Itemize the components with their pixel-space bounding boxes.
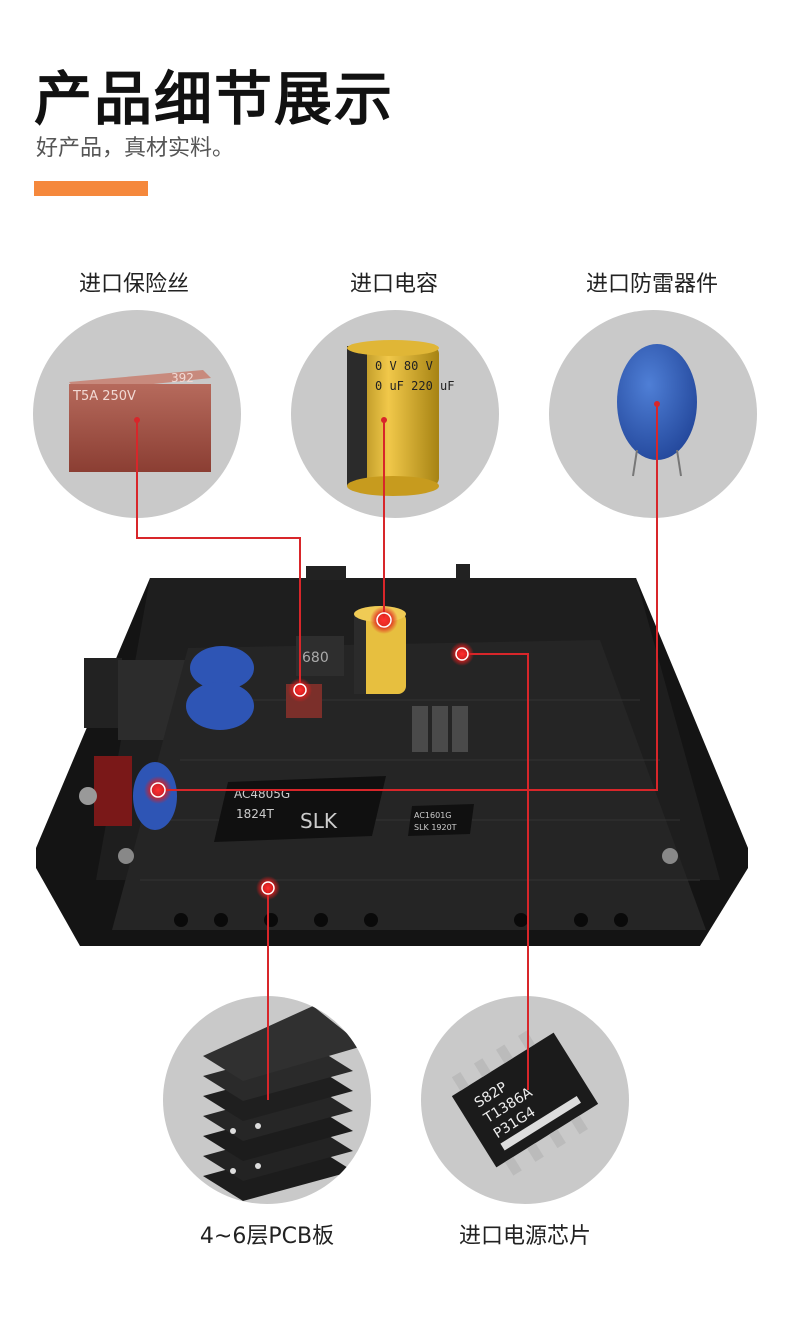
callout-lines [136,404,658,1100]
fuse-marking-top: 392 [171,371,194,385]
inductor-marking: 680 [302,650,329,666]
page-subtitle: 好产品，真材实料。 [36,136,235,161]
feature-label-capacitor: 进口电容 [349,272,438,297]
callout-surge-line [160,404,658,791]
capacitor-marking-line2: 0 uF 220 uF [375,379,454,393]
fuse-detail-circle: 392 T5A 250V [33,310,241,518]
anchor-capacitor [381,417,387,423]
capacitor-marking-line1: 0 V 80 V [375,359,433,373]
fuse-marking-main: T5A 250V [72,389,136,404]
power-chip-icon: S82P T1386A P31G4 [451,1030,599,1176]
callout-chip-line [462,653,529,1090]
pcb-layers-icon [203,1006,363,1201]
fuse-icon: 392 T5A 250V [69,370,211,472]
feature-label-fuse: 进口保险丝 [78,272,189,297]
capacitor-icon: 0 V 80 V 0 uF 220 uF [347,340,454,496]
feature-label-chip: 进口电源芯片 [458,1224,591,1249]
anchor-surge [654,401,660,407]
pcb-board [112,640,706,930]
accent-bar [34,181,148,196]
inductor: 680 [296,636,344,676]
anchor-fuse [134,417,140,423]
small-chip: AC1601G SLK 1920T [408,804,474,836]
feature-label-surge: 进口防雷器件 [585,272,718,297]
board-varistors [133,646,254,830]
marker-fuse [288,678,312,702]
main-chip: AC4805G 1824T SLK [214,776,386,842]
feature-label-pcb: 4~6层PCB板 [199,1224,335,1249]
main-chip-line1: SLK [300,809,338,833]
page-title: 产品细节展示 [34,65,395,133]
marker-chip [450,642,474,666]
small-chip-line1: SLK 1920T [414,823,457,832]
marker-surge [144,776,172,804]
small-chip-line2: AC1601G [414,811,451,820]
marker-pcb [256,876,280,900]
chip-detail-circle: S82P T1386A P31G4 [421,996,629,1204]
marker-capacitor [370,606,398,634]
capacitor-detail-circle: 0 V 80 V 0 uF 220 uF [291,310,499,518]
callout-fuse-line [136,420,301,690]
callout-markers [134,401,660,900]
main-chip-line2: 1824T [236,807,275,821]
heatsink [412,706,468,752]
